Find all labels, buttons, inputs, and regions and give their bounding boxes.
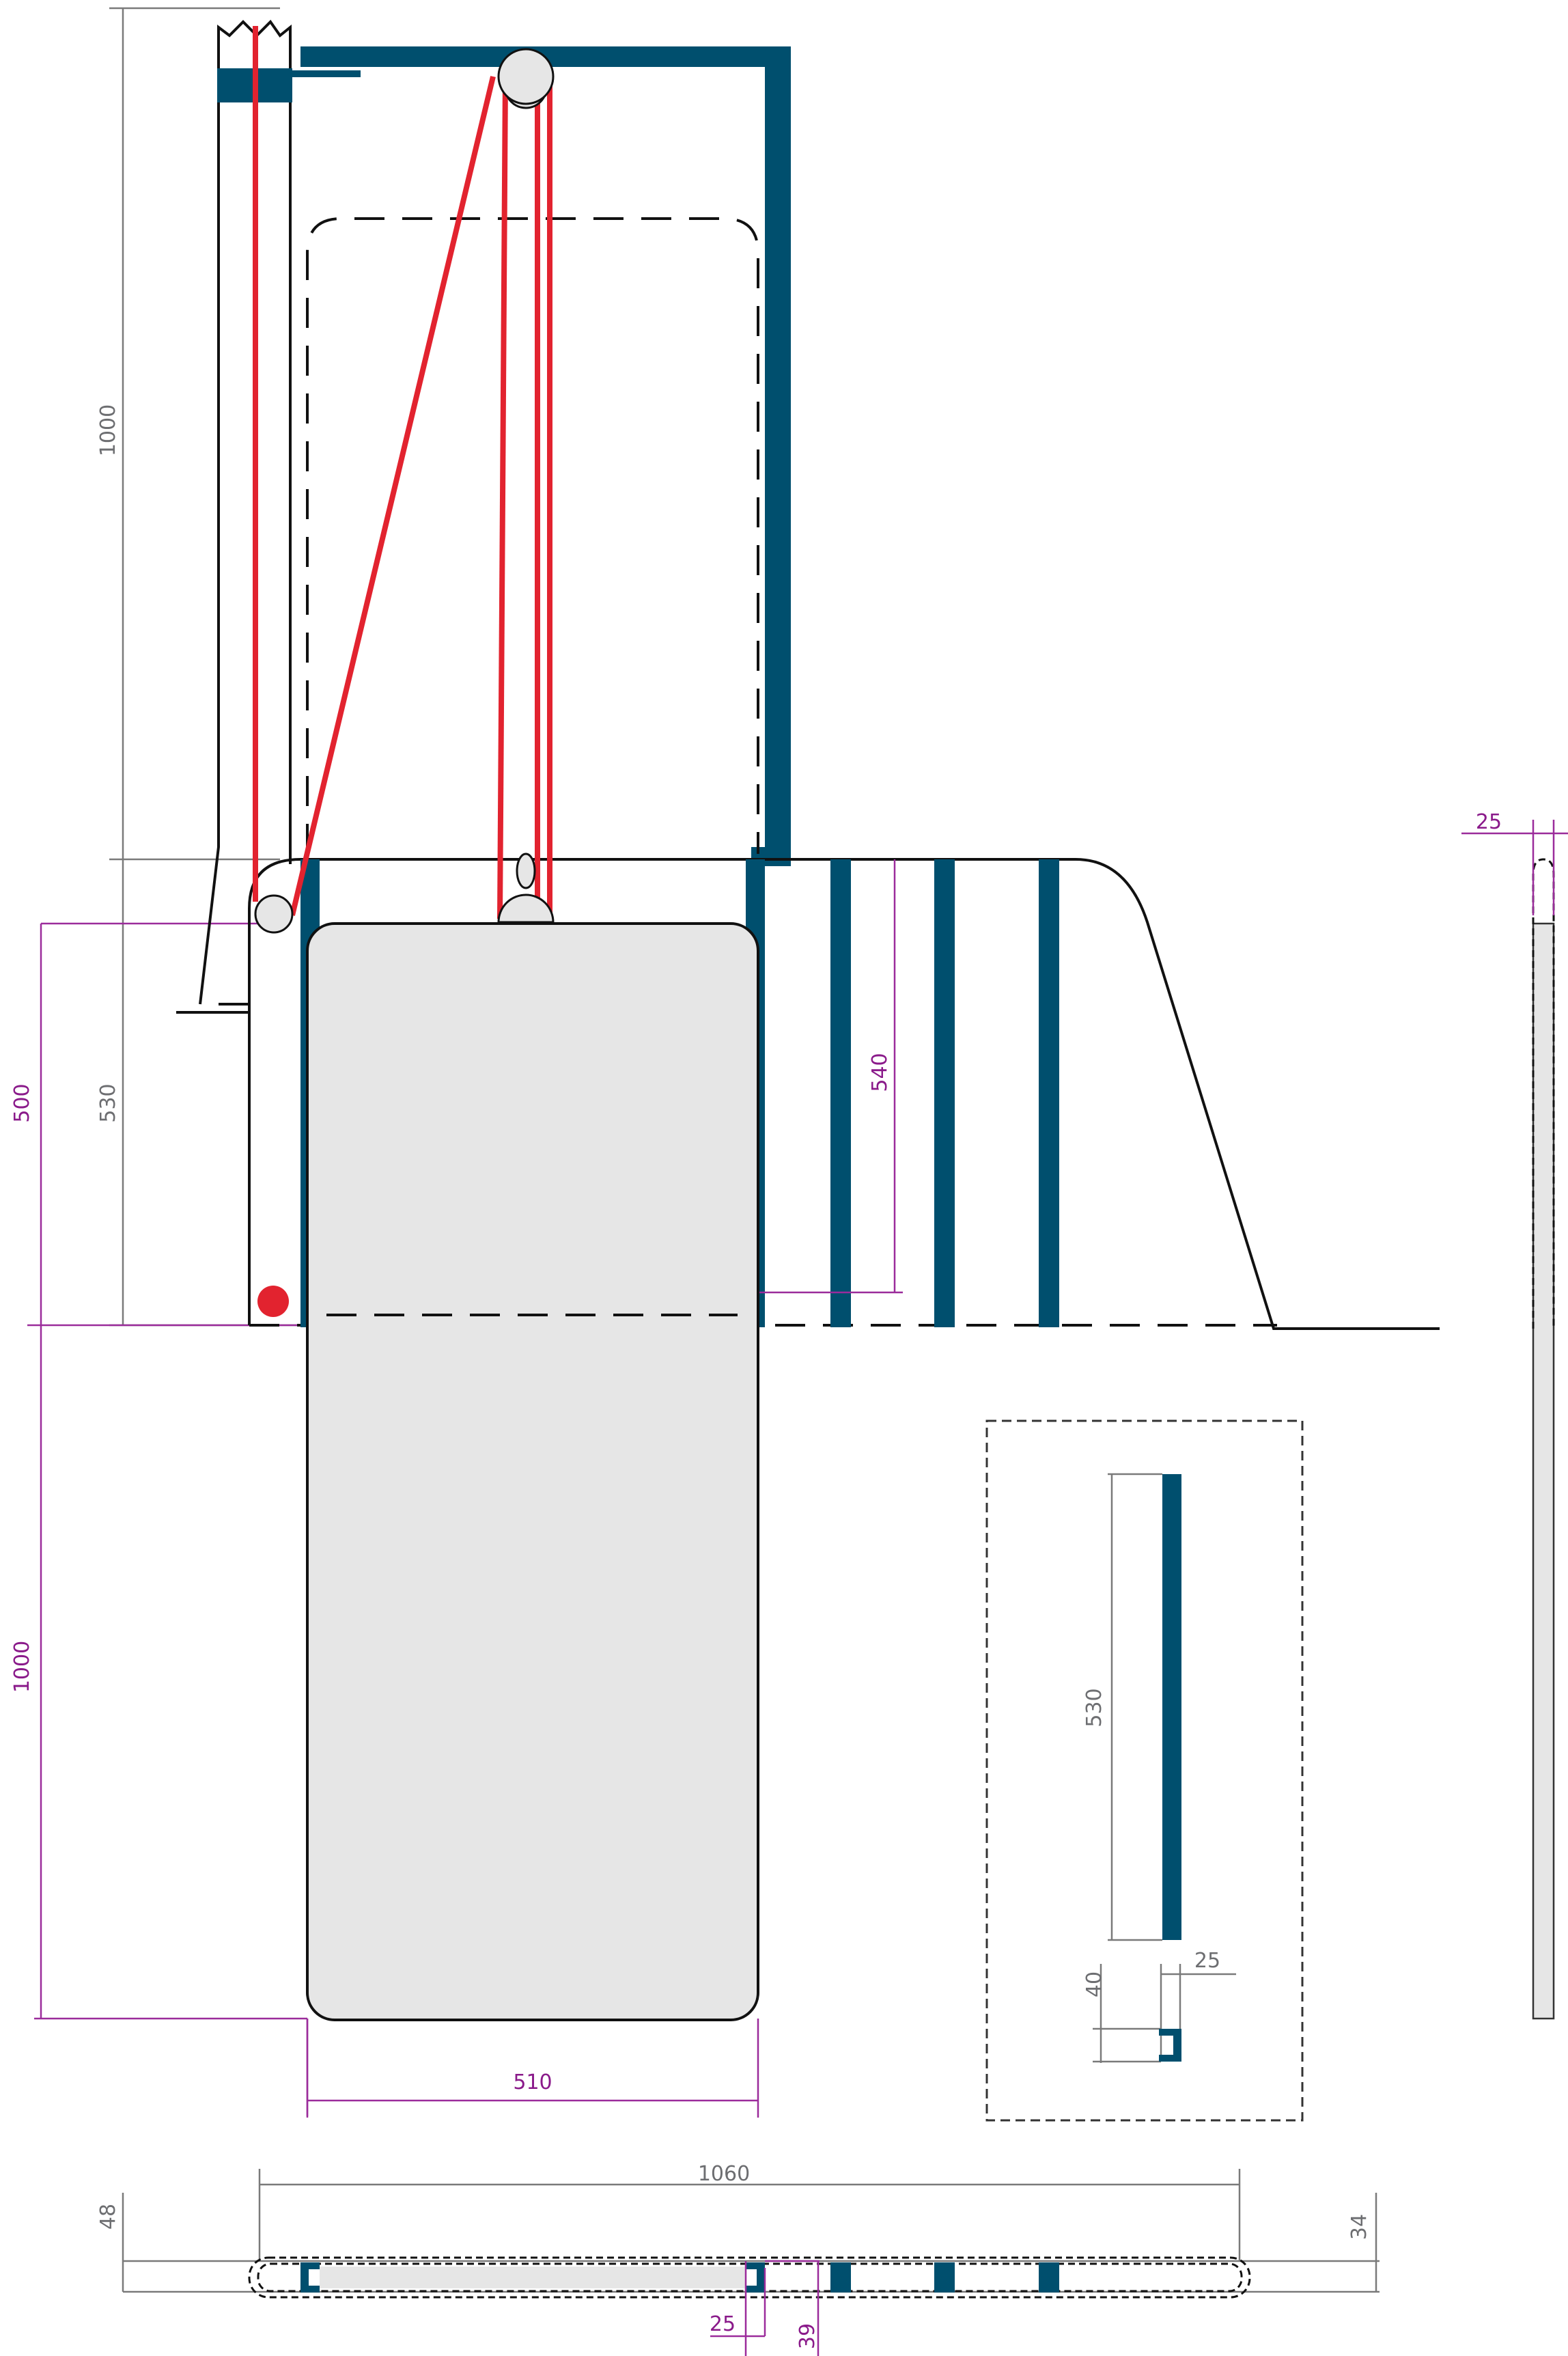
top-frame — [300, 46, 791, 866]
side-view — [1461, 820, 1568, 2020]
dim-side-25: 25 — [1476, 810, 1502, 834]
plan-outer-outline — [248, 2256, 1251, 2299]
dim-lower-1000: 1000 — [10, 1641, 34, 1693]
dim-upper-500: 500 — [10, 1083, 34, 1122]
dim-plan-25: 25 — [710, 2312, 736, 2336]
dim-detail-530: 530 — [1082, 1688, 1106, 1727]
post-4 — [934, 859, 955, 1327]
bottom-pulley — [497, 893, 555, 924]
post-3 — [830, 859, 851, 1327]
left-dimensions — [27, 7, 321, 2116]
top-main-pulley — [497, 48, 555, 105]
dim-top-1000: 1000 — [96, 404, 120, 456]
c-profile — [1159, 2029, 1181, 2062]
dim-detail-25: 25 — [1194, 1949, 1220, 1973]
detail-box — [985, 1419, 1304, 2122]
rope-system — [253, 26, 555, 1317]
dim-plan-39: 39 — [796, 2323, 820, 2349]
dim-detail-40: 40 — [1082, 1971, 1106, 1997]
dim-plan-48: 48 — [96, 2204, 120, 2230]
anchor-point — [257, 1286, 289, 1317]
dim-plan-34: 34 — [1347, 2214, 1371, 2240]
plan-view — [122, 2169, 1380, 2356]
dim-upper-530: 530 — [96, 1083, 120, 1122]
left-post — [176, 19, 361, 1014]
dim-plan-1060: 1060 — [698, 2162, 750, 2186]
main-panel — [306, 922, 759, 2021]
raised-panel-outline — [306, 217, 759, 854]
rope-clamp — [516, 853, 536, 889]
dim-510: 510 — [513, 2070, 552, 2094]
left-pulley — [254, 894, 294, 934]
panel-width-dim — [306, 2019, 759, 2118]
dim-540: 540 — [868, 1053, 892, 1092]
post-5 — [1039, 859, 1059, 1327]
